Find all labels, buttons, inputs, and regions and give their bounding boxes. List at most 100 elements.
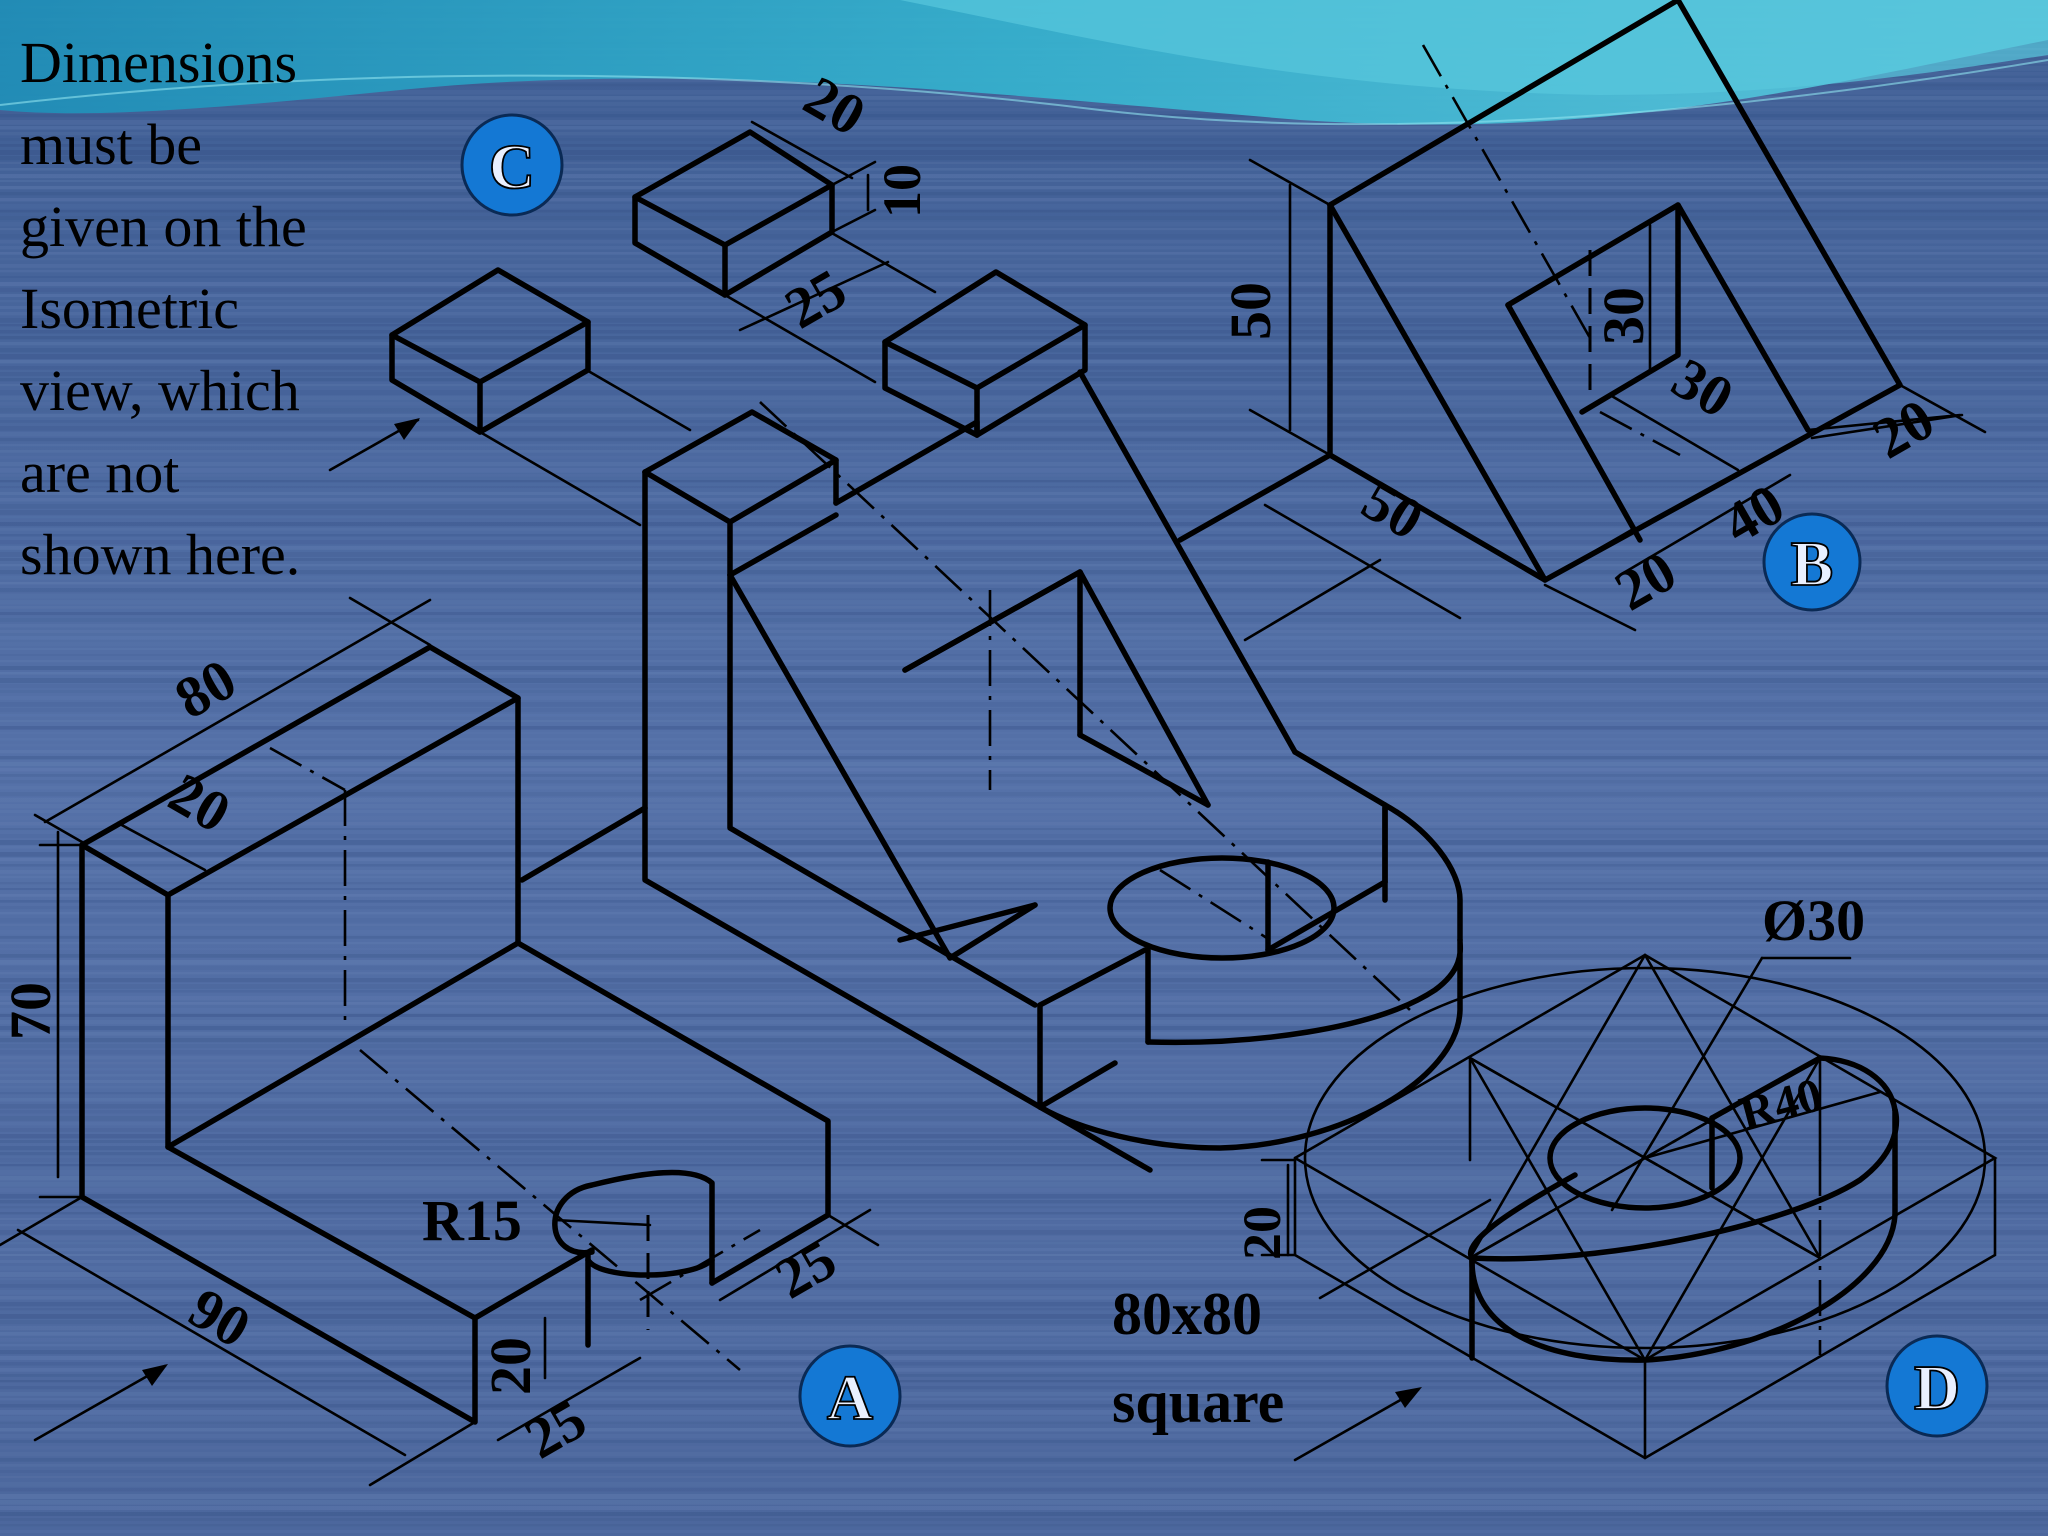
note-line: must be xyxy=(20,112,203,177)
dim-d-diameter: Ø30 xyxy=(1762,888,1865,953)
grain-stripe xyxy=(0,606,2048,609)
grain-stripe xyxy=(0,108,2048,112)
grain-stripe xyxy=(0,1068,2048,1071)
grain-stripe xyxy=(0,714,2048,717)
grain-stripe xyxy=(0,522,2048,527)
grain-stripe xyxy=(0,192,2048,196)
dim-a-20-step: 20 xyxy=(478,1337,543,1395)
grain-stripe xyxy=(0,852,2048,857)
grain-stripe xyxy=(0,1092,2048,1095)
grain-stripe xyxy=(0,900,2048,903)
badge-letter-b: B xyxy=(1791,528,1834,599)
grain-stripe xyxy=(0,756,2048,760)
grain-stripe xyxy=(0,1206,2048,1209)
grain-stripe xyxy=(0,1110,2048,1114)
grain-stripe xyxy=(0,744,2048,747)
grain-stripe xyxy=(0,1014,2048,1017)
grain-stripe xyxy=(0,1326,2048,1331)
grain-stripe xyxy=(0,810,2048,813)
grain-stripe xyxy=(0,780,2048,784)
square-size-line: 80x80 xyxy=(1112,1281,1262,1347)
grain-stripe xyxy=(0,114,2048,118)
dim-c-10: 10 xyxy=(872,164,932,218)
grain-stripe xyxy=(0,504,2048,509)
note-line: Isometric xyxy=(20,276,240,341)
dim-a-20-top: 20 xyxy=(159,760,242,845)
grain-stripe xyxy=(0,426,2048,431)
dim-b-50-vertical: 50 xyxy=(1218,282,1283,340)
grain-stripe xyxy=(0,318,2048,323)
dim-b-50-depth: 50 xyxy=(1352,467,1435,552)
note-line: are not xyxy=(20,440,180,505)
grain-stripe xyxy=(0,1476,2048,1479)
grain-stripe xyxy=(0,324,2048,327)
grain-stripe xyxy=(0,1002,2048,1005)
grain-stripe xyxy=(0,972,2048,975)
grain-stripe xyxy=(0,924,2048,927)
grain-stripe xyxy=(0,516,2048,519)
grain-stripe xyxy=(0,966,2048,970)
grain-stripe xyxy=(0,276,2048,279)
grain-stripe xyxy=(0,666,2048,671)
grain-stripe xyxy=(0,936,2048,939)
grain-stripe xyxy=(0,1122,2048,1126)
grain-stripe xyxy=(0,252,2048,255)
dim-c-20: 20 xyxy=(794,63,877,148)
grain-stripe xyxy=(0,1494,2048,1499)
grain-stripe xyxy=(0,396,2048,401)
badge-letter-d: D xyxy=(1914,1352,1960,1423)
grain-stripe xyxy=(0,1116,2048,1121)
dim-a-r15: R15 xyxy=(422,1188,522,1253)
grain-stripe xyxy=(0,378,2048,382)
grain-stripe xyxy=(0,1236,2048,1241)
grain-stripe xyxy=(0,414,2048,418)
grain-stripe xyxy=(0,1284,2048,1288)
grain-stripe xyxy=(0,660,2048,663)
grain-stripe xyxy=(0,204,2048,209)
grain-stripe xyxy=(0,1446,2048,1450)
grain-stripe xyxy=(0,186,2048,190)
grain-stripe xyxy=(0,1524,2048,1527)
grain-stripe xyxy=(0,1056,2048,1060)
grain-stripe xyxy=(0,1518,2048,1522)
grain-stripe xyxy=(0,354,2048,359)
grain-stripe xyxy=(0,948,2048,951)
grain-stripe xyxy=(0,690,2048,693)
badge-letter-c: C xyxy=(489,131,535,202)
grain-stripe xyxy=(0,990,2048,993)
grain-stripe xyxy=(0,570,2048,575)
grain-stripe xyxy=(0,1416,2048,1421)
view-d-badge: D xyxy=(1885,1334,1989,1438)
grain-stripe xyxy=(0,1128,2048,1132)
grain-stripe xyxy=(0,312,2048,316)
grain-stripe xyxy=(0,486,2048,489)
grain-stripe xyxy=(0,768,2048,772)
grain-stripe xyxy=(0,684,2048,688)
grain-stripe xyxy=(0,1434,2048,1439)
grain-stripe xyxy=(0,528,2048,531)
grain-stripe xyxy=(0,1380,2048,1383)
grain-stripe xyxy=(0,588,2048,593)
grain-stripe xyxy=(0,144,2048,147)
grain-stripe xyxy=(0,462,2048,467)
grain-stripe xyxy=(0,1410,2048,1415)
grain-stripe xyxy=(0,1500,2048,1505)
grain-stripe xyxy=(0,366,2048,370)
grain-stripe xyxy=(0,582,2048,585)
dim-d-20: 20 xyxy=(1232,1206,1292,1260)
grain-stripe xyxy=(0,432,2048,437)
grain-stripe xyxy=(0,1464,2048,1467)
view-a-badge: A xyxy=(798,1344,902,1448)
grain-stripe xyxy=(0,498,2048,502)
grain-stripe xyxy=(0,222,2048,227)
grain-stripe xyxy=(0,1266,2048,1271)
grain-stripe xyxy=(0,864,2048,867)
badge-circle xyxy=(1762,512,1862,612)
grain-stripe xyxy=(0,1188,2048,1193)
grain-stripe xyxy=(0,1008,2048,1013)
grain-stripe xyxy=(0,1218,2048,1221)
grain-stripe xyxy=(0,1482,2048,1487)
view-c-drawing xyxy=(328,120,1464,1173)
grain-stripe xyxy=(0,372,2048,377)
grain-stripe xyxy=(0,1452,2048,1457)
